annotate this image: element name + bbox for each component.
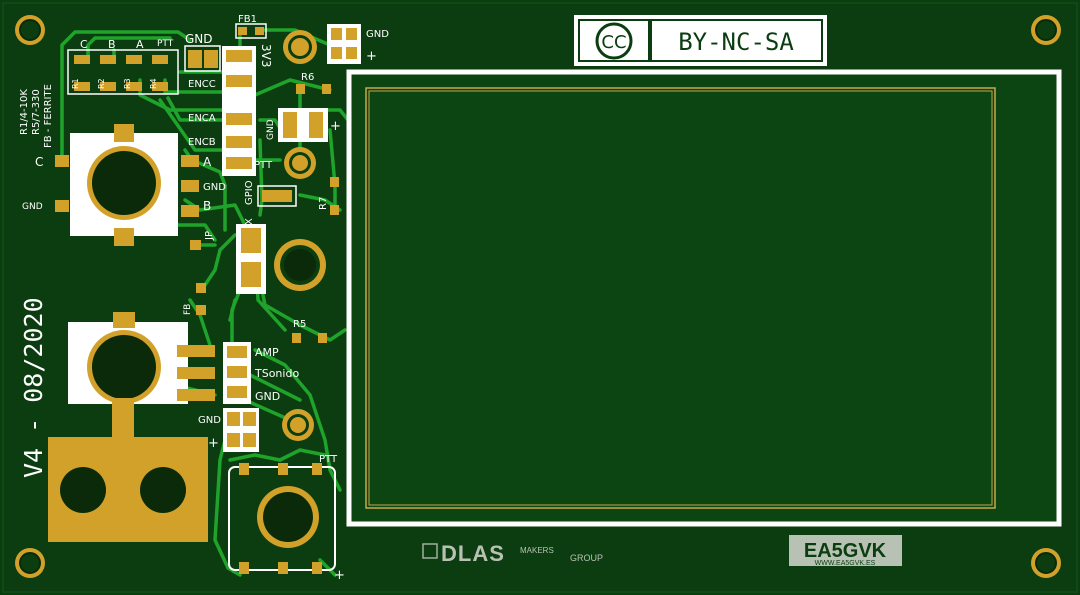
cc-symbol: CC xyxy=(601,32,626,53)
fb1-label: FB1 xyxy=(238,14,257,25)
r7-pad-top xyxy=(330,177,339,187)
ptt-label-mid: PTT xyxy=(254,160,273,171)
gnd-label-top: GND xyxy=(185,32,213,46)
pad-3v3 xyxy=(283,30,317,64)
gnd-label-amp: GND xyxy=(255,390,280,403)
ferrite-fb1: FB1 xyxy=(235,14,267,39)
resistor-array: C B A PTT R1 R2 R3 R4 xyxy=(67,38,179,95)
header-label-c: C xyxy=(80,38,88,51)
resistor-r6: R6 xyxy=(296,72,331,94)
logo-group: GROUP xyxy=(570,553,603,563)
logo-dlas: DLAS xyxy=(441,541,505,566)
resistor-label-r3: R3 xyxy=(123,78,132,89)
plus-label-ptt: + xyxy=(334,568,345,583)
r7-label: R7 xyxy=(318,197,329,210)
speaker-terminal xyxy=(48,398,208,542)
license-terms: BY-NC-SA xyxy=(678,28,794,56)
gnd-label-mid: GND xyxy=(266,119,276,140)
r7-pad-bottom xyxy=(330,205,339,215)
ptt-connector-mid: GND + xyxy=(266,108,341,142)
encoder-connector: GND ENCC ENCA ENCB xyxy=(184,32,256,176)
callsign-text: EA5GVK xyxy=(804,540,887,562)
enca-label: ENCA xyxy=(188,113,216,124)
rotary-encoder: C A GND B GND xyxy=(22,124,226,246)
amp-label: AMP xyxy=(255,346,279,359)
encoder-label-a: A xyxy=(203,155,212,169)
v33-label: 3V3 xyxy=(259,44,273,67)
audio-connector: AMP TSonido GND xyxy=(223,342,299,404)
resistor-pads xyxy=(74,55,168,91)
logo-makers: MAKERS xyxy=(520,546,554,555)
header-label-b: B xyxy=(108,38,116,51)
plus-label-bottom: + xyxy=(208,436,219,451)
fb-pad-top xyxy=(196,283,206,293)
website-text: WWW.EA5GVK.ES xyxy=(815,560,876,567)
gpio-label: GPIO xyxy=(244,180,255,205)
display-window xyxy=(346,69,1062,527)
resistor-label-r2: R2 xyxy=(97,78,106,89)
jp-label: JP xyxy=(204,231,215,241)
dlas-makers-logo: DLAS MAKERS GROUP xyxy=(422,541,603,566)
resistor-label-r1: R1 xyxy=(71,78,80,89)
gnd-label-bottom: GND xyxy=(198,415,221,426)
resistor-label-r4: R4 xyxy=(149,78,158,89)
encoder-label-c: C xyxy=(35,155,43,169)
jp-pad xyxy=(190,240,201,250)
volume-potentiometer xyxy=(68,312,215,404)
gpio-pad xyxy=(257,185,297,207)
ptt-pushbutton: PTT + xyxy=(228,454,345,583)
callsign-badge: EA5GVK WWW.EA5GVK.ES xyxy=(789,535,902,567)
mounting-holes xyxy=(15,15,1061,578)
mounting-hole-tr xyxy=(1031,15,1061,45)
power-connector-top: GND + xyxy=(327,24,389,64)
encoder-label-gnd: GND xyxy=(203,182,226,193)
resistor-note-1: R1/4-10K xyxy=(19,89,30,135)
mounting-hole-br xyxy=(1031,548,1061,578)
mounting-hole-bl xyxy=(15,548,45,578)
resistor-note-2: R5/7-330 xyxy=(31,89,42,135)
encc-label: ENCC xyxy=(188,79,216,90)
gnd-label-top-right: GND xyxy=(366,29,389,40)
tsonido-label: TSonido xyxy=(254,367,299,380)
license-badge: CC BY-NC-SA xyxy=(574,15,827,66)
qr-code-icon xyxy=(422,543,438,559)
plus-label-top-right: + xyxy=(366,49,377,64)
pad-large-mid xyxy=(274,239,326,291)
fb-label-left: FB xyxy=(183,304,193,315)
ptt-label-bottom: PTT xyxy=(319,454,338,465)
version-label: V4 - 08/2020 xyxy=(19,297,48,478)
pad-bottom-via xyxy=(282,409,314,441)
ferrite-note: FB - FERRITE xyxy=(43,84,54,148)
fb-pad-bottom xyxy=(196,305,206,315)
mounting-hole-tl xyxy=(15,15,45,45)
r6-label: R6 xyxy=(301,72,314,83)
encoder-label-b: B xyxy=(203,199,211,213)
power-connector-bottom: GND + xyxy=(198,408,259,452)
header-label-a: A xyxy=(136,38,144,51)
plus-label-mid: + xyxy=(330,119,341,134)
header-label-ptt: PTT xyxy=(157,39,174,49)
resistor-r5: R5 xyxy=(292,319,327,343)
r5-label: R5 xyxy=(293,319,306,330)
rx-connector xyxy=(236,224,266,294)
encoder-label-gnd-left: GND xyxy=(22,202,43,212)
pad-ptt-mid xyxy=(284,147,316,179)
encb-label: ENCB xyxy=(188,137,216,148)
